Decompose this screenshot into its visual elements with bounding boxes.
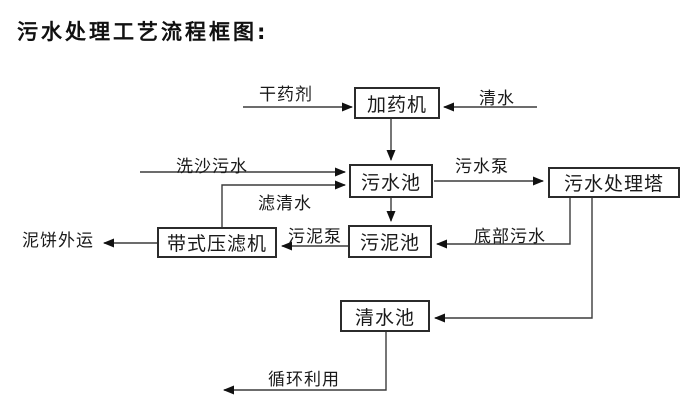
node-belt-filter-press: 带式压滤机 <box>157 227 277 258</box>
node-sewage-pool: 污水池 <box>349 164 433 198</box>
label-recycle-use: 循环利用 <box>268 370 340 390</box>
node-clear-water-pool: 清水池 <box>340 300 430 332</box>
page-title: 污水处理工艺流程框图: <box>17 20 269 44</box>
node-sludge-pool: 污泥池 <box>348 225 432 258</box>
label-sand-washing-sewage: 洗沙污水 <box>176 157 248 177</box>
label-bottom-sewage: 底部污水 <box>474 227 546 247</box>
arrow-clear-pool-to-recycle <box>223 332 387 395</box>
arrow-filtered-water-to-sewage-pool <box>221 180 346 227</box>
label-dry-agent: 干药剂 <box>259 85 313 105</box>
label-clear-water: 清水 <box>479 89 515 109</box>
node-treatment-tower: 污水处理塔 <box>548 167 680 198</box>
arrow-bottom-sewage-to-sludge-pool <box>436 198 571 249</box>
label-sludge-pump: 污泥泵 <box>288 227 342 247</box>
label-sewage-pump: 污水泵 <box>455 157 509 177</box>
arrow-tower-to-clear-pool <box>434 198 593 323</box>
label-filtered-water: 滤清水 <box>258 194 312 214</box>
label-mud-cake-out: 泥饼外运 <box>22 231 94 251</box>
node-dosing-machine: 加药机 <box>354 87 440 119</box>
